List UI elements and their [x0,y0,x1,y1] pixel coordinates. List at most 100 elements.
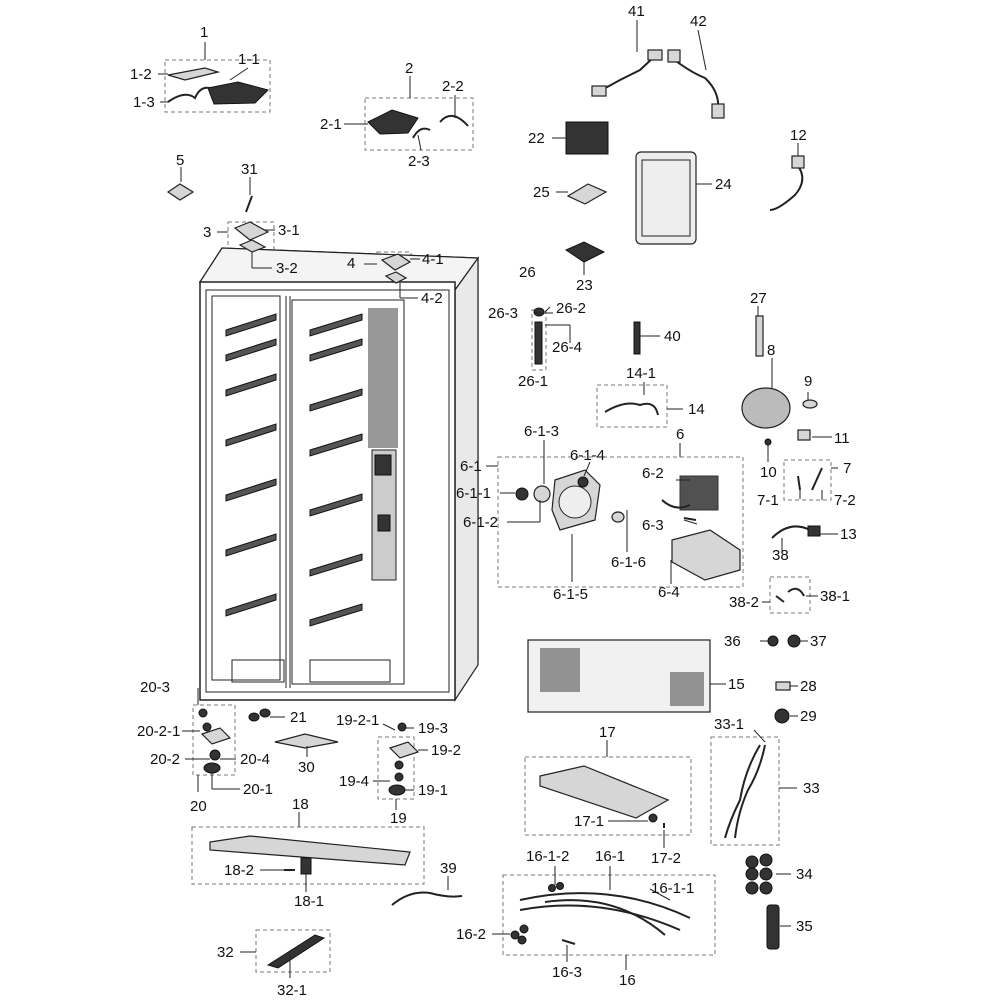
part-6-1-1-nut [515,487,529,501]
part-41-harness [597,55,656,93]
label-33-1: 33-1 [714,716,744,733]
label-22: 22 [528,130,545,147]
label-14: 14 [688,401,705,418]
label-6-4: 6-4 [658,584,680,601]
label-6-1-4: 6-1-4 [570,447,605,464]
part-11-cap [797,429,811,441]
label-6-1-2: 6-1-2 [463,514,498,531]
part-12-sensor-cable [769,165,804,211]
part-31-pin [245,195,253,213]
label-3: 3 [203,224,211,241]
label-31: 31 [241,161,258,178]
label-32: 32 [217,944,234,961]
label-20-3: 20-3 [140,679,170,696]
label-6-1-6: 6-1-6 [611,554,646,571]
part-6-1-6-bracket [611,511,625,523]
shelf-bin [225,338,277,362]
part-16-1-1-tube [544,899,666,936]
label-6-3: 6-3 [642,517,664,534]
part-34-grommets [745,853,773,895]
label-6-1-1: 6-1-1 [456,485,491,502]
label-28: 28 [800,678,817,695]
shelf-bin [225,478,277,502]
part-26-1-rod [534,321,543,365]
label-30: 30 [298,759,315,776]
part-25-clip [566,183,608,205]
label-23: 23 [576,277,593,294]
part-1-3-wire [167,86,211,103]
label-3-2: 3-2 [276,260,298,277]
label-1-1: 1-1 [238,51,260,68]
label-20-2: 20-2 [150,751,180,768]
label-17-2: 17-2 [651,850,681,867]
part-21-caps [248,708,271,722]
label-1-3: 1-3 [133,94,155,111]
part-18-1-holder [300,857,312,875]
shelf-bin [309,338,363,362]
part-16-1-tube [519,892,691,919]
label-16-1-1: 16-1-1 [651,880,694,897]
label-24: 24 [715,176,732,193]
label-19-3: 19-3 [418,720,448,737]
label-20-2-1: 20-2-1 [137,723,180,740]
part-2-1-module [367,109,419,135]
label-26-4: 26-4 [552,339,582,356]
label-18: 18 [292,796,309,813]
part-6-4-tray [671,529,741,581]
part-24-panel [635,151,697,245]
part-28-fitting [775,681,791,691]
part-40-strip [633,321,641,355]
label-38-2: 38-2 [729,594,759,611]
label-2-1: 2-1 [320,116,342,133]
part-39-cable [391,891,463,906]
label-25: 25 [533,184,550,201]
part-16-1-2-clips [548,882,564,892]
label-10: 10 [760,464,777,481]
part-36-cap [767,635,779,647]
shelf-bin [309,313,363,337]
part-6-1-4-motor [577,476,589,488]
part-37-cap [787,634,801,648]
part-26-2-cap [533,307,545,317]
label-5: 5 [176,152,184,169]
part-42-harness [671,57,720,111]
label-1: 1 [200,24,208,41]
label-37: 37 [810,633,827,650]
label-17: 17 [599,724,616,741]
label-2-3: 2-3 [408,153,430,170]
part-20-hinge [198,708,232,774]
label-26-1: 26-1 [518,373,548,390]
label-6-1-5: 6-1-5 [553,586,588,603]
part-4-2-plate [384,271,408,284]
shelf-bin [225,313,277,337]
label-6-1-3: 6-1-3 [524,423,559,440]
label-32-1: 32-1 [277,982,307,999]
label-6-1: 6-1 [460,458,482,475]
part-labels: 1 1-1 1-2 1-3 2 2-1 2-2 2-3 3 3-1 3-2 31… [130,3,857,999]
label-8: 8 [767,342,775,359]
label-41: 41 [628,3,645,20]
label-20-4: 20-4 [240,751,270,768]
shelf-bin [225,533,277,557]
shelf-bin [309,603,363,627]
label-16-2: 16-2 [456,926,486,943]
label-33: 33 [803,780,820,797]
part-32-filter [266,934,326,969]
label-7-2: 7-2 [834,492,856,509]
part-38-1-clip [787,587,805,597]
label-19-4: 19-4 [339,773,369,790]
label-26-3: 26-3 [488,305,518,322]
label-4: 4 [347,255,355,272]
part-2-3-wire [412,127,431,139]
label-7-1: 7-1 [757,492,779,509]
part-18-base [209,835,411,866]
shelf-bin [309,388,363,412]
part-17-1-screw [648,813,658,823]
part-30-cover [274,733,339,749]
label-16-3: 16-3 [552,964,582,981]
label-6: 6 [676,426,684,443]
part-13-valve-wire [771,525,811,539]
label-21: 21 [290,709,307,726]
label-18-1: 18-1 [294,893,324,910]
